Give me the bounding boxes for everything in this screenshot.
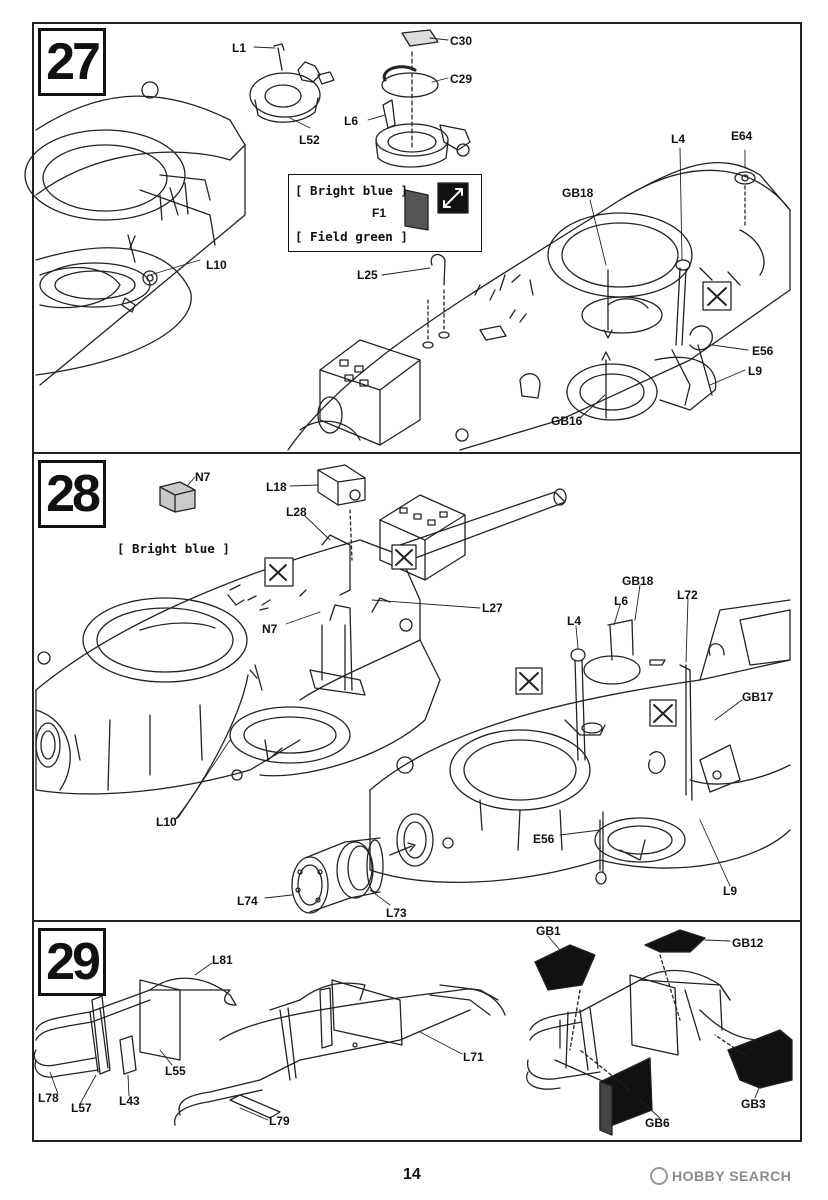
part-label: L81 (212, 953, 233, 967)
page-number: 14 (403, 1166, 421, 1183)
step27-hatch-ring (249, 43, 335, 123)
part-label: L10 (206, 258, 227, 272)
part-label: E56 (533, 832, 555, 846)
part-label: GB6 (645, 1116, 670, 1130)
f1-flag (404, 182, 469, 231)
step-number-box: 28 (38, 460, 106, 528)
step27-cupola (375, 29, 471, 168)
step27-left-turret (24, 81, 246, 386)
part-label: L72 (677, 588, 698, 602)
part-label: L57 (71, 1101, 92, 1115)
part-label: L79 (269, 1114, 290, 1128)
part-label: L4 (567, 614, 582, 628)
part-label: N7 (195, 470, 211, 484)
watermark: HOBBY SEARCH (672, 1168, 792, 1184)
page-frame (32, 22, 802, 1142)
step-number-box: 29 (38, 928, 106, 996)
part-label: L27 (482, 601, 503, 615)
part-label: GB12 (732, 936, 764, 950)
part-label: C29 (450, 72, 473, 86)
step-divider (34, 452, 800, 454)
color-callout-box (288, 174, 482, 252)
part-label: F1 (372, 206, 387, 220)
watermark-logo-icon (650, 1167, 668, 1185)
part-label: L6 (344, 114, 359, 128)
part-label: L28 (286, 505, 307, 519)
part-label: L4 (671, 132, 686, 146)
part-label: L9 (723, 884, 738, 898)
part-label: GB1 (536, 924, 561, 938)
part-label: GB18 (622, 574, 654, 588)
color-note-bright-blue: [ Bright blue ] (117, 541, 230, 556)
part-label: C30 (450, 34, 473, 48)
tool-icons (264, 281, 732, 727)
part-label: L1 (232, 41, 247, 55)
part-label: GB3 (741, 1097, 766, 1111)
part-label: GB17 (742, 690, 774, 704)
n7-part (159, 481, 196, 513)
step27-small-parts (422, 171, 756, 419)
part-label: L74 (237, 894, 258, 908)
part-label: GB18 (562, 186, 594, 200)
part-label: L73 (386, 906, 407, 920)
part-label: L43 (119, 1094, 140, 1108)
part-label: L6 (614, 594, 629, 608)
color-note-field-green: [ Field green ] (295, 229, 408, 244)
leader-lines (49, 37, 761, 1121)
part-label: E56 (752, 344, 774, 358)
part-label: GB16 (551, 414, 583, 428)
part-label: L18 (266, 480, 287, 494)
step27-hull (287, 162, 791, 451)
part-label: L78 (38, 1091, 59, 1105)
step29-rails (33, 929, 793, 1136)
part-label: L9 (748, 364, 763, 378)
part-label: L52 (299, 133, 320, 147)
l73-l74-parts (291, 837, 416, 914)
color-note-bright-blue: [ Bright blue ] (295, 183, 408, 198)
step28-right-hull (369, 599, 791, 885)
part-label: L71 (463, 1050, 484, 1064)
part-label: L55 (165, 1064, 186, 1078)
part-label: E64 (731, 129, 753, 143)
part-label: N7 (262, 622, 278, 636)
part-label: L25 (357, 268, 378, 282)
step-number-box: 27 (38, 28, 106, 96)
step-divider (34, 920, 800, 922)
part-label: L10 (156, 815, 177, 829)
